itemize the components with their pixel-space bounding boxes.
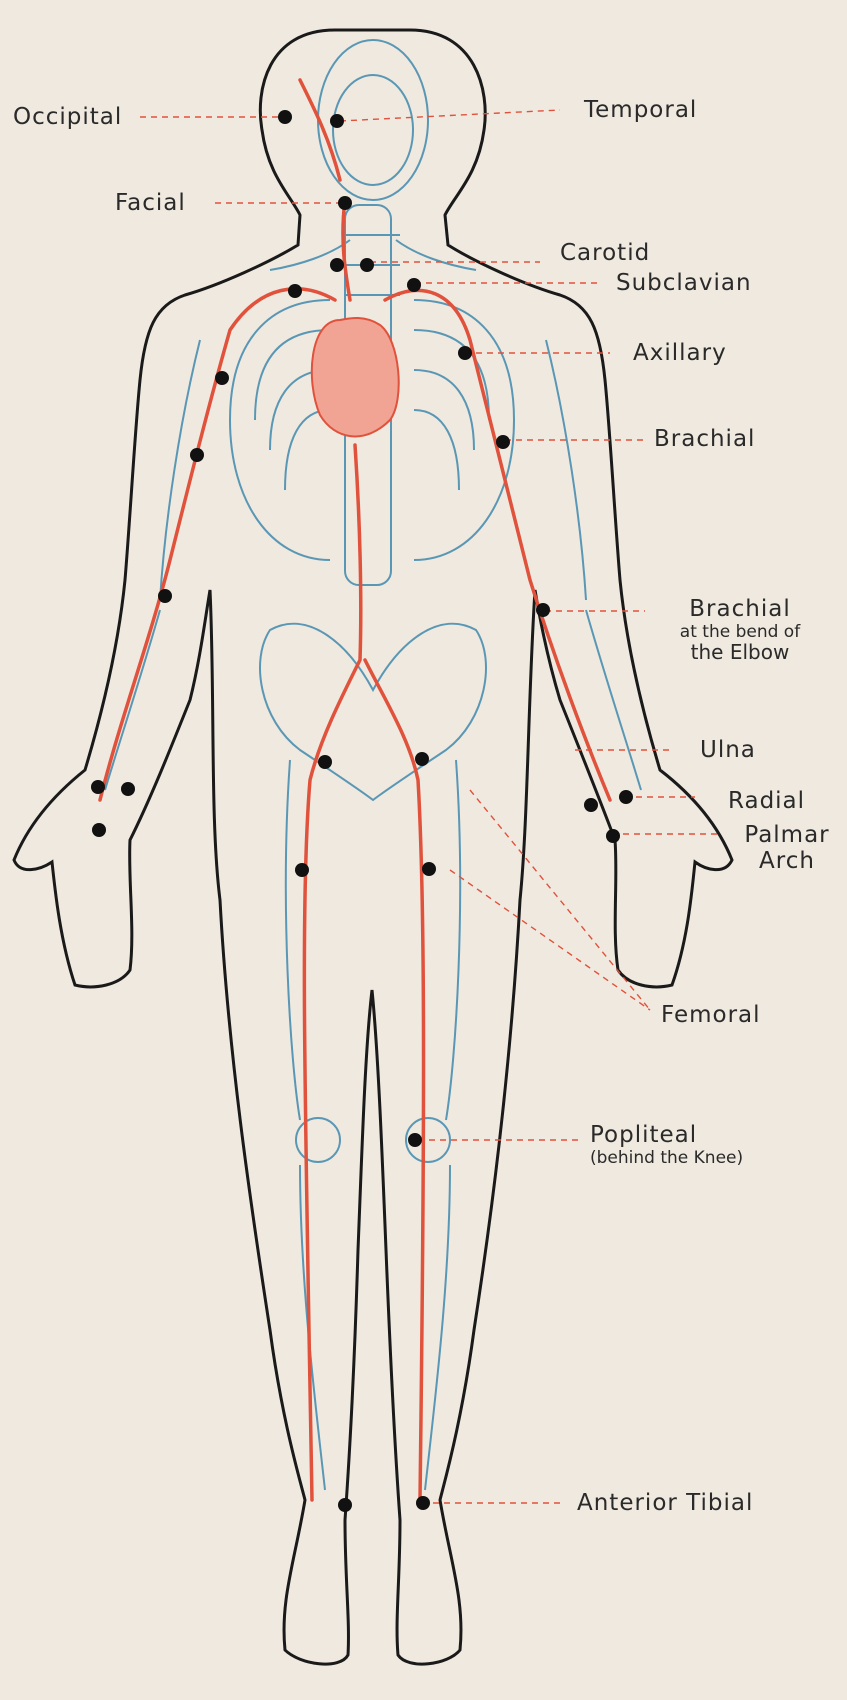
label-subclavian: Subclavian	[616, 270, 752, 296]
label-temporal: Temporal	[584, 97, 697, 123]
label-palmar-arch: Arch	[732, 848, 842, 874]
label-popliteal-sub: (behind the Knee)	[590, 1148, 790, 1168]
label-brachial: Brachial	[654, 426, 755, 452]
label-anterior-tibial: Anterior Tibial	[577, 1490, 753, 1516]
label-radial: Radial	[728, 788, 805, 814]
label-palmar: Palmar	[732, 822, 842, 848]
label-axillary: Axillary	[633, 340, 727, 366]
arteries	[100, 80, 610, 1500]
label-occipital: Occipital	[13, 104, 122, 130]
label-facial: Facial	[115, 190, 186, 216]
label-popliteal-group: Popliteal (behind the Knee)	[590, 1122, 790, 1168]
label-brachial-elbow-sub2: the Elbow	[660, 642, 820, 662]
label-brachial-elbow-group: Brachial at the bend of the Elbow	[660, 596, 820, 662]
label-ulna: Ulna	[700, 737, 756, 763]
heart	[312, 318, 399, 436]
label-femoral: Femoral	[661, 1002, 761, 1028]
leaders	[140, 110, 720, 1503]
label-brachial-elbow-sub1: at the bend of	[660, 622, 820, 642]
label-brachial-elbow: Brachial	[660, 596, 820, 622]
label-palmar-group: Palmar Arch	[732, 822, 842, 874]
label-carotid: Carotid	[560, 240, 650, 266]
label-popliteal: Popliteal	[590, 1122, 790, 1148]
